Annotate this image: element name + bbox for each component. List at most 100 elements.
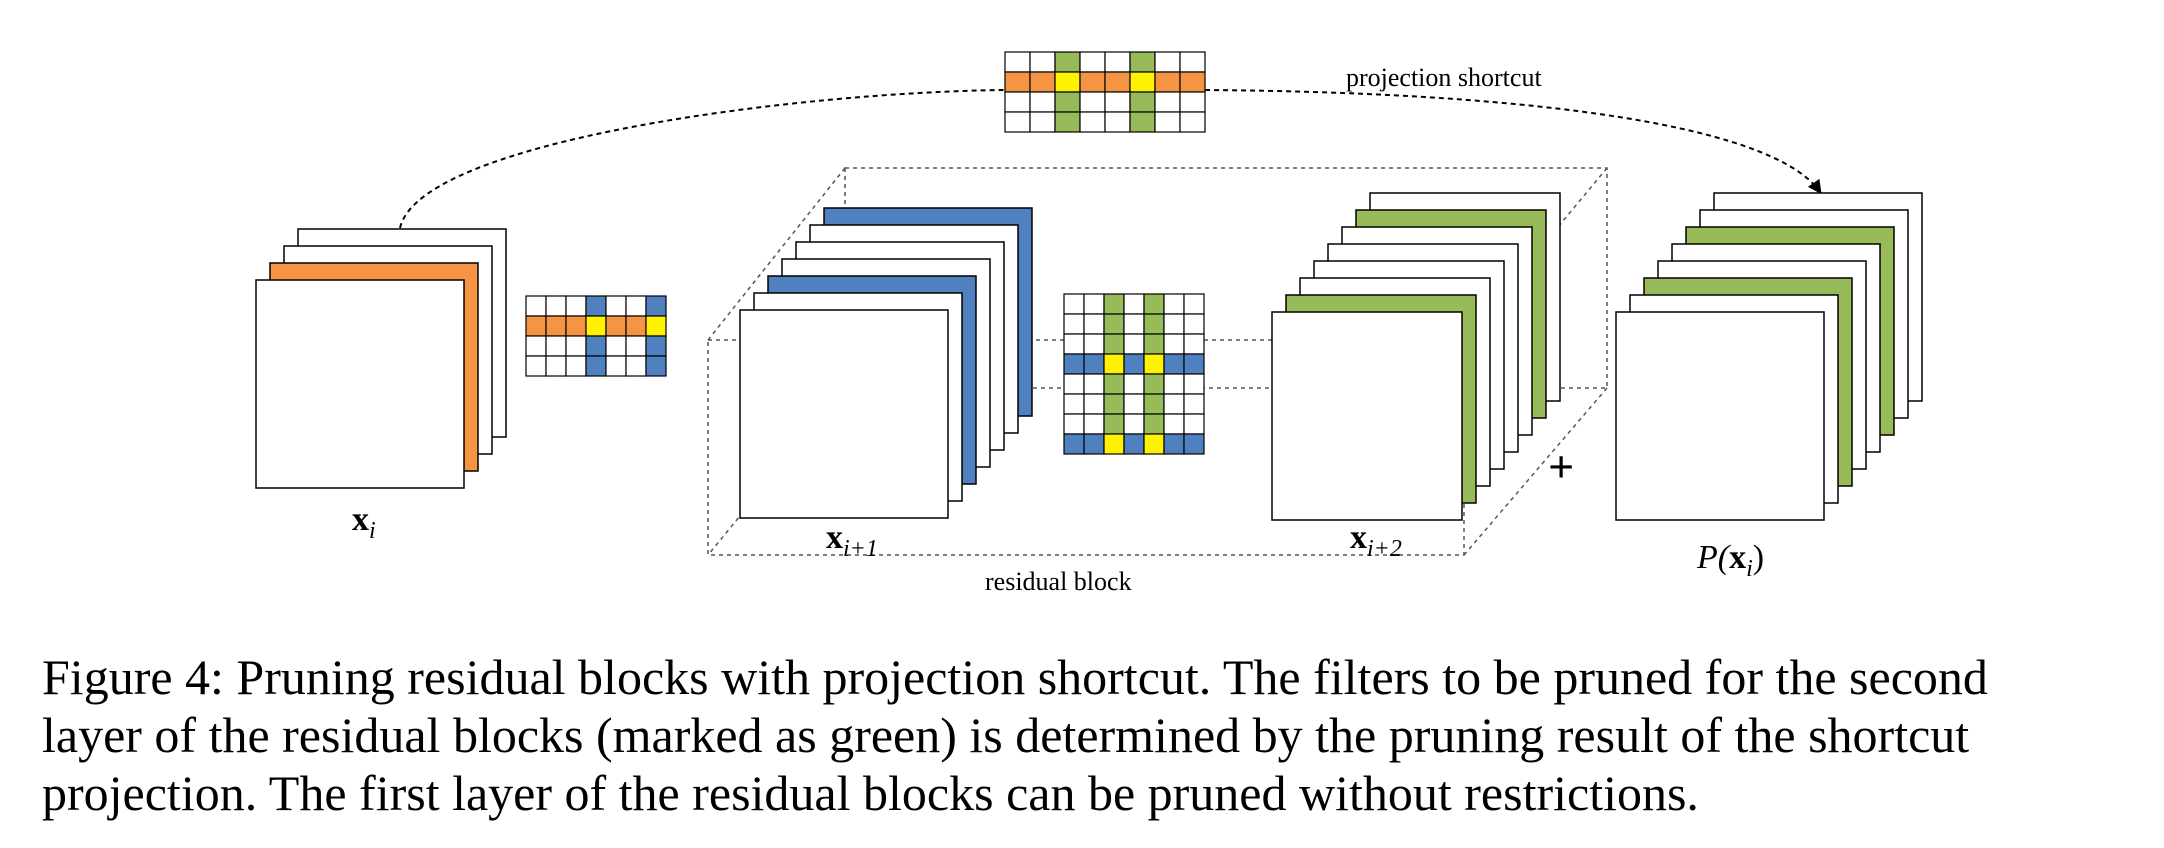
- filter-cell: [1163, 313, 1185, 335]
- filter-cell: [585, 315, 607, 337]
- filter-cell: [1163, 393, 1185, 415]
- filter-cell: [1054, 91, 1081, 113]
- filter-cell: [1154, 51, 1181, 73]
- filter-cell: [1123, 353, 1145, 375]
- filter-cell: [1063, 373, 1085, 395]
- filter-cell: [1123, 333, 1145, 355]
- caption-line-2: layer of the residual blocks (marked as …: [42, 707, 1970, 763]
- filter-cell: [1183, 393, 1205, 415]
- filter-cell: [585, 355, 607, 377]
- filter-cell: [1103, 293, 1125, 315]
- filter-cell: [1123, 413, 1145, 435]
- filter-cell: [1054, 111, 1081, 133]
- feature-map-stack-projection: [1615, 192, 1923, 521]
- filter-cell: [625, 355, 647, 377]
- filter-cell: [1179, 91, 1206, 113]
- filter-cell: [565, 315, 587, 337]
- filter-cell: [1123, 313, 1145, 335]
- filter-cell: [1083, 433, 1105, 455]
- filter-cell: [1143, 373, 1165, 395]
- filter-cell: [625, 295, 647, 317]
- filter-cell: [1063, 413, 1085, 435]
- filter-cell: [605, 315, 627, 337]
- filter-cell: [1103, 353, 1125, 375]
- filter-cell: [1079, 71, 1106, 93]
- filter-cell: [1123, 433, 1145, 455]
- filter-cell: [1083, 413, 1105, 435]
- filter-cell: [1183, 373, 1205, 395]
- filter-cell: [605, 355, 627, 377]
- filter-cell: [1143, 313, 1165, 335]
- filter-cell: [1079, 111, 1106, 133]
- filter-cell: [1123, 293, 1145, 315]
- filter-cell: [625, 315, 647, 337]
- feature-map-sheet: [739, 309, 949, 519]
- filter-cell: [525, 295, 547, 317]
- filter-cell: [1163, 353, 1185, 375]
- filter-cell: [1004, 91, 1031, 113]
- filter-cell: [605, 295, 627, 317]
- filter-cell: [1103, 433, 1125, 455]
- filter-cell: [1063, 433, 1085, 455]
- figure-caption: Figure 4: Pruning residual blocks with p…: [42, 648, 2142, 822]
- filter-cell: [1063, 313, 1085, 335]
- figure-diagram: xi xi+1 xi+2 P(xi) projection shortcut r…: [255, 51, 1923, 596]
- filter-cell: [1129, 91, 1156, 113]
- filter-cell: [1103, 393, 1125, 415]
- filter-cell: [1143, 293, 1165, 315]
- filter-cell: [1104, 111, 1131, 133]
- filter-cell: [1143, 333, 1165, 355]
- filter-cell: [1179, 71, 1206, 93]
- filter-cell: [1163, 373, 1185, 395]
- filter-cell: [1129, 71, 1156, 93]
- filter-cell: [1029, 51, 1056, 73]
- label-x-i-plus-2: xi+2: [1350, 519, 1402, 562]
- filter-cell: [1154, 111, 1181, 133]
- filter-cell: [1029, 91, 1056, 113]
- filter-cell: [1183, 413, 1205, 435]
- filter-cell: [1063, 353, 1085, 375]
- filter-cell: [1104, 71, 1131, 93]
- filter-cell: [1079, 51, 1106, 73]
- filter-cell: [1183, 353, 1205, 375]
- filter-cell: [1054, 71, 1081, 93]
- filter-cell: [1079, 91, 1106, 113]
- filter-cell: [1083, 353, 1105, 375]
- filter-cell: [1143, 393, 1165, 415]
- filter-cell: [625, 335, 647, 357]
- filter-cell: [1143, 413, 1165, 435]
- filter-cell: [525, 335, 547, 357]
- filter-cell: [545, 295, 567, 317]
- label-projection-shortcut: projection shortcut: [1346, 63, 1542, 92]
- label-x-i-plus-1: xi+1: [826, 519, 878, 562]
- filter-cell: [1123, 373, 1145, 395]
- filter-cell: [1004, 71, 1031, 93]
- filter-cell: [1129, 51, 1156, 73]
- filter-cell: [1183, 433, 1205, 455]
- filter-cell: [1004, 111, 1031, 133]
- label-x-i: xi: [352, 501, 376, 544]
- filter-matrix-layer-1: [525, 295, 667, 377]
- filter-matrix-layer-2: [1063, 293, 1205, 455]
- filter-cell: [645, 315, 667, 337]
- filter-cell: [1103, 413, 1125, 435]
- plus-sign: +: [1548, 441, 1574, 492]
- filter-cell: [1179, 111, 1206, 133]
- filter-cell: [1183, 313, 1205, 335]
- filter-cell: [525, 355, 547, 377]
- filter-cell: [1004, 51, 1031, 73]
- filter-cell: [565, 335, 587, 357]
- filter-cell: [1029, 111, 1056, 133]
- filter-cell: [605, 335, 627, 357]
- caption-line-3: projection. The first layer of the resid…: [42, 765, 1699, 821]
- filter-cell: [1163, 433, 1185, 455]
- filter-cell: [545, 335, 567, 357]
- filter-cell: [525, 315, 547, 337]
- filter-cell: [545, 355, 567, 377]
- filter-cell: [1083, 333, 1105, 355]
- filter-cell: [565, 355, 587, 377]
- filter-cell: [1183, 293, 1205, 315]
- filter-cell: [1163, 293, 1185, 315]
- filter-cell: [1063, 333, 1085, 355]
- filter-cell: [1083, 313, 1105, 335]
